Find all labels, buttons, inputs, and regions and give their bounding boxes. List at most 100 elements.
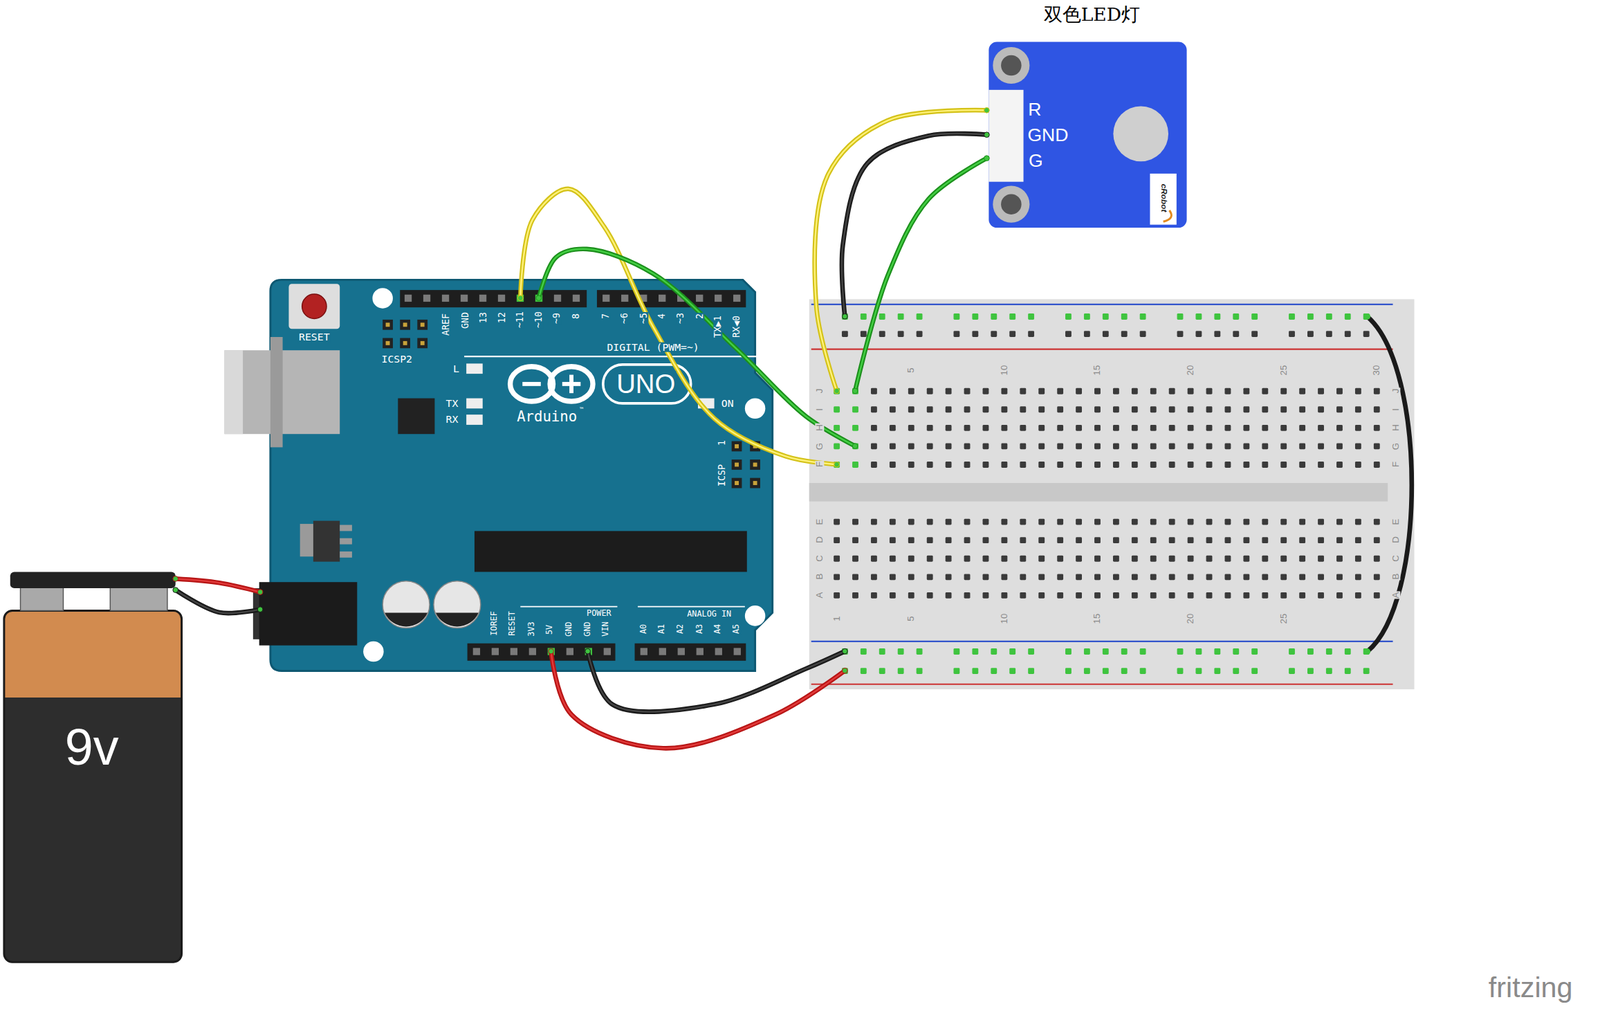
battery-illustration-part [20, 587, 64, 611]
breadboard-holes-part [1261, 461, 1268, 468]
arduino-illustration-part-part [749, 459, 761, 470]
wire-highlight [538, 249, 855, 447]
breadboard-holes-part [833, 388, 840, 395]
breadboard-holes-part [852, 573, 859, 580]
breadboard-holes-part [1000, 555, 1008, 562]
breadboard-holes-part [1150, 555, 1157, 562]
pin-label: ICSP [718, 463, 728, 487]
breadboard-holes-part [1150, 536, 1157, 544]
battery-illustration-part [4, 610, 182, 963]
led-module-illustration-part [988, 42, 1187, 229]
breadboard-holes-part [990, 667, 997, 674]
pin-label: AREF [441, 312, 451, 337]
breadboard-holes-part [964, 518, 971, 526]
breadboard-holes-part [1113, 573, 1120, 580]
wire [841, 132, 990, 319]
breadboard-holes-part [1299, 424, 1306, 431]
breadboard-holes-part [1169, 592, 1176, 599]
breadboard-holes-part [1056, 442, 1064, 449]
breadboard-holes-part [1344, 313, 1351, 320]
wire-connector [587, 650, 846, 712]
breadboard-holes-part [1187, 573, 1194, 580]
wire-connector [551, 650, 846, 748]
breadboard-holes-part [1131, 555, 1138, 562]
arduino-illustration-part-part [385, 322, 391, 327]
breadboard-holes-part [945, 573, 952, 580]
pin-label: DIGITAL (PWM=~) [605, 341, 700, 353]
breadboard-holes-part [870, 406, 878, 413]
breadboard-holes-part [964, 555, 971, 562]
pin-label: 4 [657, 312, 667, 320]
grid-label: B [1391, 572, 1401, 581]
breadboard-holes-part [1195, 648, 1202, 655]
breadboard-illustration-part [811, 303, 1394, 306]
breadboard-holes-part [1299, 573, 1306, 580]
pin-label: 7 [601, 312, 611, 320]
breadboard-holes-part [833, 442, 840, 449]
breadboard-holes-part [833, 406, 840, 413]
breadboard-holes-part [1336, 555, 1343, 562]
breadboard-holes-part [1373, 406, 1381, 413]
breadboard-holes-part [1019, 592, 1026, 599]
breadboard-holes-part [1243, 573, 1250, 580]
breadboard-holes-part [1206, 424, 1213, 431]
wire-end [172, 576, 179, 582]
breadboard-holes-part [1206, 518, 1213, 526]
breadboard-holes-part [1232, 330, 1239, 337]
wire-highlight [175, 590, 261, 614]
breadboard-holes-part [982, 555, 990, 562]
breadboard-holes-part [1113, 442, 1120, 449]
breadboard-holes-part [1355, 424, 1362, 431]
grid-label: F [1391, 460, 1401, 468]
breadboard-holes-part [1299, 536, 1306, 544]
breadboard-holes-part [1056, 388, 1064, 395]
breadboard-holes-part [1019, 536, 1026, 544]
breadboard-holes-part [841, 330, 849, 337]
breadboard-holes-part [1336, 592, 1343, 599]
breadboard-holes-part [1094, 555, 1101, 562]
arduino-illustration-part-part [734, 462, 739, 467]
breadboard-holes-part [1336, 442, 1343, 449]
arduino-illustration-part-part [749, 477, 761, 489]
breadboard-holes-part [1206, 573, 1213, 580]
arduino-illustration-part [382, 319, 761, 489]
wire-connector [814, 109, 988, 391]
breadboard-holes-part [1317, 592, 1324, 599]
breadboard-holes-part [889, 555, 896, 562]
breadboard-holes-part [1317, 406, 1324, 413]
pin-label: 2 [695, 312, 705, 320]
breadboard-holes-part [964, 424, 971, 431]
led-module-illustration-part [988, 89, 1024, 182]
wire-end [834, 388, 840, 394]
arduino-illustration-part [520, 605, 618, 608]
breadboard-holes-part [1150, 573, 1157, 580]
breadboard-holes-part [1373, 424, 1381, 431]
arduino-illustration-part [637, 605, 746, 608]
breadboard-holes-part [833, 536, 840, 544]
breadboard-holes-part [870, 573, 878, 580]
breadboard-holes-part [926, 388, 934, 395]
breadboard-holes-part [964, 442, 971, 449]
breadboard-holes-part [908, 442, 915, 449]
breadboard-holes-part [1075, 424, 1082, 431]
breadboard-holes-part [1131, 592, 1138, 599]
breadboard-holes-part [1261, 536, 1268, 544]
breadboard-holes-part [1206, 536, 1213, 544]
breadboard-holes-part [1251, 667, 1258, 674]
breadboard-holes-part [833, 518, 840, 526]
breadboard-holes-part [852, 536, 859, 544]
breadboard-holes-part [1355, 518, 1362, 526]
breadboard-holes-part [982, 573, 990, 580]
grid-label: J [814, 388, 824, 395]
breadboard-holes-part [1280, 461, 1287, 468]
breadboard-holes-part [945, 424, 952, 431]
header-pins-part [602, 294, 610, 302]
wire [852, 155, 990, 394]
breadboard-holes-part [1243, 555, 1250, 562]
breadboard-holes-part [908, 555, 915, 562]
header-pins-part [498, 294, 505, 302]
breadboard-holes-part [1139, 648, 1147, 655]
breadboard-holes-part [870, 592, 878, 599]
wire [172, 587, 263, 613]
arduino-illustration-part [339, 525, 353, 532]
